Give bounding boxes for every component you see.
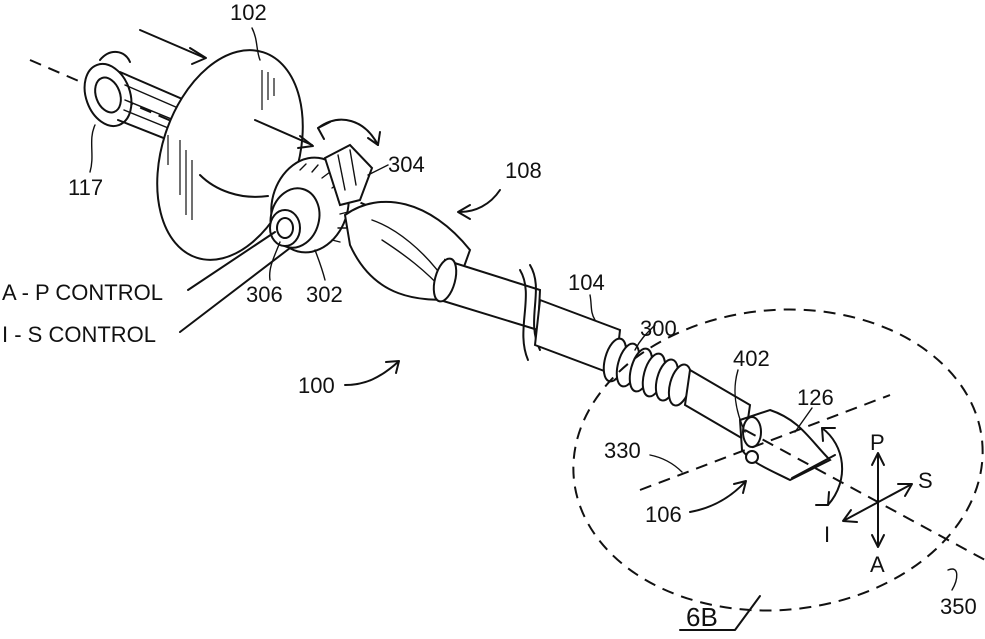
ribbed-section-300 — [600, 336, 750, 440]
direction-indicator — [843, 453, 912, 547]
label-102: 102 — [230, 0, 267, 25]
label-6b: 6B — [686, 602, 718, 632]
label-304: 304 — [388, 152, 425, 177]
leader-104 — [590, 295, 595, 320]
arrow-108 — [460, 190, 500, 212]
leader-350 — [948, 569, 957, 590]
arrow-100 — [345, 362, 398, 385]
distal-tip-106 — [740, 410, 835, 480]
label-ap-control: A - P CONTROL — [2, 280, 163, 305]
label-dir-s: S — [918, 468, 933, 493]
leader-330 — [650, 455, 682, 472]
label-dir-i: I — [824, 522, 830, 547]
leader-126 — [795, 408, 812, 432]
disc-direction-arrow — [140, 30, 205, 58]
label-306: 306 — [246, 282, 283, 307]
label-302: 302 — [306, 282, 343, 307]
distal-axis-line-2 — [745, 430, 985, 560]
leader-306 — [270, 242, 280, 280]
label-402: 402 — [733, 346, 770, 371]
label-330: 330 — [604, 438, 641, 463]
label-104: 104 — [568, 270, 605, 295]
label-dir-a: A — [870, 552, 885, 577]
arrow-106 — [690, 482, 745, 512]
label-dir-p: P — [870, 430, 885, 455]
label-100: 100 — [298, 373, 335, 398]
label-is-control: I - S CONTROL — [2, 322, 156, 347]
label-126: 126 — [797, 385, 834, 410]
label-106: 106 — [645, 502, 682, 527]
leader-117 — [90, 125, 95, 172]
label-300: 300 — [640, 316, 677, 341]
label-108: 108 — [505, 158, 542, 183]
label-350: 350 — [940, 594, 977, 619]
rotation-arrow-126 — [822, 428, 842, 505]
leader-302 — [315, 250, 325, 280]
label-117: 117 — [68, 175, 103, 200]
